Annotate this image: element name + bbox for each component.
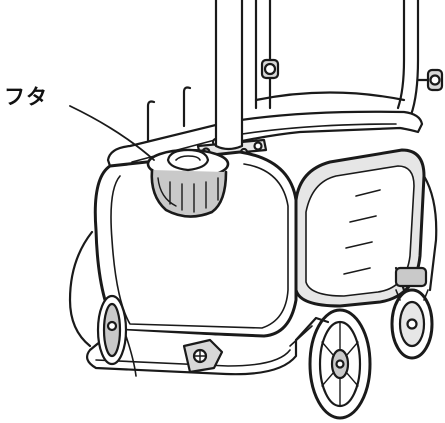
rear-handle-frame <box>254 0 420 117</box>
rear-left-wheel <box>125 335 137 377</box>
handle-pole <box>214 0 244 151</box>
lid <box>146 148 230 218</box>
brake-pedal <box>182 338 224 374</box>
front-wheel-fork <box>289 316 330 347</box>
hanging-hooks <box>146 86 192 142</box>
lid-label: フタ <box>4 85 48 109</box>
callout-leader-line <box>69 105 155 161</box>
front-right-wheel <box>308 308 372 420</box>
side-panel <box>294 148 438 308</box>
rear-caster <box>390 266 434 360</box>
tank-body <box>93 150 298 338</box>
front-left-wheel <box>96 294 128 366</box>
left-adjust-knob <box>260 58 280 80</box>
right-adjust-knob <box>416 68 444 92</box>
